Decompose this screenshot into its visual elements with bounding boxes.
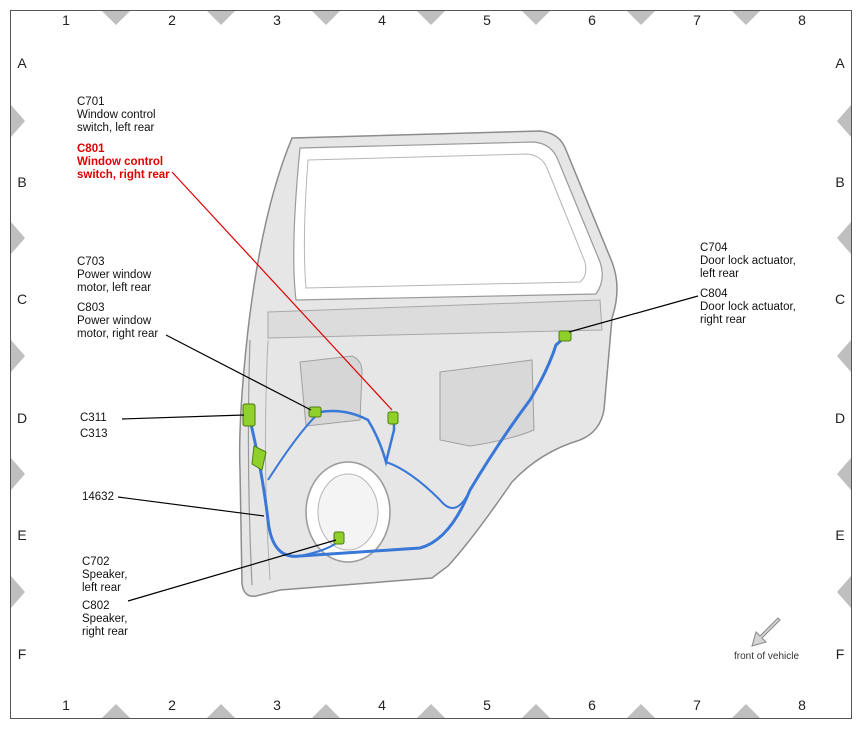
wiring-harness-branch-middle xyxy=(385,461,471,509)
grid-col-2-bottom: 2 xyxy=(168,697,176,713)
leader-line-c802 xyxy=(127,539,337,602)
grid-col-5-bottom: 5 xyxy=(483,697,491,713)
callout-c802-code: C802 xyxy=(82,600,110,612)
callout-c801: C801 Window control switch, right rear xyxy=(77,143,170,182)
callout-c804: C804 Door lock actuator, right rear xyxy=(700,288,796,327)
grid-col-3-top: 3 xyxy=(273,12,281,28)
grid-row-a-left: A xyxy=(17,55,27,71)
grid-row-c-left: C xyxy=(16,291,28,307)
c704-c804-connector xyxy=(558,330,572,342)
callout-14632: 14632 xyxy=(82,491,114,504)
grid-row-b-right: B xyxy=(835,174,845,190)
callout-c702-code: C702 xyxy=(82,556,110,568)
callout-c704: C704 Door lock actuator, left rear xyxy=(700,242,796,281)
callout-c803-code: C803 xyxy=(77,302,105,314)
callout-c704-line2: left rear xyxy=(700,268,739,280)
callout-c702-line2: left rear xyxy=(82,582,121,594)
callout-c701-line2: switch, left rear xyxy=(77,122,155,134)
grid-col-1-top: 1 xyxy=(62,12,70,28)
front-of-vehicle-label: front of vehicle xyxy=(734,651,800,662)
grid-col-6-bottom: 6 xyxy=(588,697,596,713)
callout-c311: C311 xyxy=(80,412,107,425)
grid-col-4-bottom: 4 xyxy=(378,697,386,713)
leader-line-14632 xyxy=(117,496,265,517)
grid-col-4-top: 4 xyxy=(378,12,386,28)
c801-connector xyxy=(387,411,399,425)
callout-c803-line2: motor, right rear xyxy=(77,328,159,340)
callout-14632-code: 14632 xyxy=(82,491,114,503)
leader-line-c311 xyxy=(121,414,245,420)
grid-row-d-left: D xyxy=(16,410,28,426)
leader-line-c801 xyxy=(171,171,393,411)
callout-c801-line2: switch, right rear xyxy=(77,169,170,181)
c311-c313-connector xyxy=(242,403,256,427)
wiring-harness-branch-upper xyxy=(319,409,396,467)
callout-c804-line2: right rear xyxy=(700,314,747,326)
inline-harness-connector xyxy=(251,445,267,471)
callout-c702: C702 Speaker, left rear xyxy=(82,556,127,595)
callout-c704-line1: Door lock actuator, xyxy=(700,255,796,267)
callout-c802: C802 Speaker, right rear xyxy=(82,600,128,639)
grid-row-d-right: D xyxy=(834,410,846,426)
left-grid-markers xyxy=(11,105,25,608)
leader-line-c803 xyxy=(165,334,312,411)
grid-row-e-left: E xyxy=(17,527,27,543)
callout-c801-code: C801 xyxy=(77,143,105,155)
callout-c804-line1: Door lock actuator, xyxy=(700,301,796,313)
callout-c703: C703 Power window motor, left rear xyxy=(77,256,151,295)
top-grid-markers xyxy=(102,11,760,25)
grid-col-3-bottom: 3 xyxy=(273,697,281,713)
callout-c313: C313 xyxy=(80,428,108,441)
grid-col-6-top: 6 xyxy=(588,12,596,28)
callout-c804-code: C804 xyxy=(700,288,728,300)
callout-c701: C701 Window control switch, left rear xyxy=(77,96,156,135)
grid-col-8-top: 8 xyxy=(798,12,806,28)
grid-col-2-top: 2 xyxy=(168,12,176,28)
callout-c701-line1: Window control xyxy=(77,109,156,121)
c702-c802-connector xyxy=(333,531,345,545)
grid-col-8-bottom: 8 xyxy=(798,697,806,713)
grid-col-7-bottom: 7 xyxy=(693,697,701,713)
callout-c313-code: C313 xyxy=(80,428,108,440)
grid-row-f-right: F xyxy=(835,646,845,662)
diagram-border xyxy=(10,10,852,719)
callout-c311-code: C311 xyxy=(80,412,107,424)
window-inner-frame xyxy=(303,153,587,289)
callout-c802-line1: Speaker, xyxy=(82,613,128,625)
rear-door-illustration xyxy=(238,130,618,597)
c703-c803-connector xyxy=(308,406,322,418)
callout-c803: C803 Power window motor, right rear xyxy=(77,302,158,341)
grid-col-7-top: 7 xyxy=(693,12,701,28)
wiring-harness-main xyxy=(248,334,568,558)
callout-c703-line2: motor, left rear xyxy=(77,282,152,294)
grid-col-5-top: 5 xyxy=(483,12,491,28)
grid-col-1-bottom: 1 xyxy=(62,697,70,713)
callout-c803-line1: Power window xyxy=(77,315,152,327)
grid-row-a-right: A xyxy=(835,55,845,71)
callout-c703-code: C703 xyxy=(77,256,105,268)
callout-c702-line1: Speaker, xyxy=(82,569,128,581)
grid-row-b-left: B xyxy=(17,174,27,190)
grid-row-c-right: C xyxy=(834,291,846,307)
front-arrow-icon xyxy=(751,617,781,647)
lock-access-cutout xyxy=(439,359,535,447)
belt-reinforcement xyxy=(267,299,603,339)
callout-c802-line2: right rear xyxy=(82,626,129,638)
callout-c703-line1: Power window xyxy=(77,269,152,281)
grid-row-f-left: F xyxy=(17,646,27,662)
callout-c801-line1: Window control xyxy=(77,156,164,168)
grid-row-e-right: E xyxy=(835,527,845,543)
bottom-grid-markers xyxy=(102,704,760,718)
right-grid-markers xyxy=(837,105,851,608)
callout-c701-code: C701 xyxy=(77,96,105,108)
leader-line-c804 xyxy=(568,295,699,333)
callout-c704-code: C704 xyxy=(700,242,728,254)
